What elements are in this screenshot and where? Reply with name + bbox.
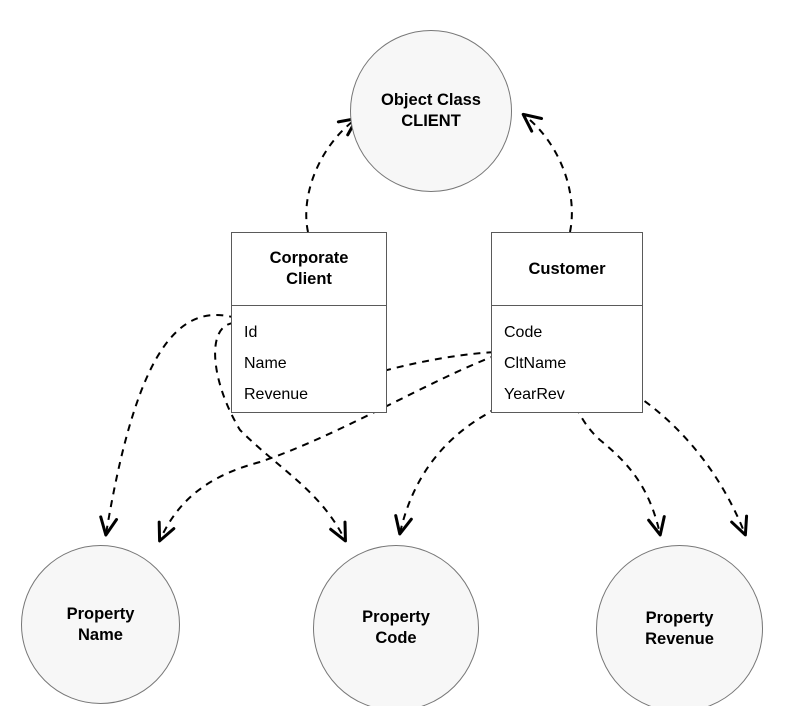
property-revenue-label: Property Revenue [645, 608, 714, 648]
attribute-row[interactable]: CltName [504, 355, 567, 372]
class-header-corporate-client: Corporate Client [232, 233, 386, 306]
attribute-row[interactable]: YearRev [504, 386, 565, 403]
property-code-node[interactable]: Property Code [313, 545, 479, 706]
class-name-corporate-client: Corporate Client [269, 249, 349, 288]
class-box-corporate-client[interactable]: Corporate Client Id Name Revenue [231, 232, 387, 413]
attribute-row[interactable]: Name [244, 355, 287, 372]
property-name-node[interactable]: Property Name [21, 545, 180, 704]
class-attributes-customer: Code CltName YearRev [492, 306, 642, 410]
edge-corporate-client-to-object-class [305, 116, 359, 233]
edge-corporate-id-to-property-code [214, 322, 347, 543]
property-name-label: Property Name [66, 604, 135, 644]
class-name-customer: Customer [528, 259, 606, 278]
property-revenue-node[interactable]: Property Revenue [596, 545, 763, 706]
attribute-row[interactable]: Code [504, 324, 543, 341]
attribute-row[interactable]: Revenue [244, 386, 309, 403]
class-header-customer: Customer [492, 233, 642, 306]
class-attributes-corporate-client: Id Name Revenue [232, 306, 386, 410]
object-class-client-label: Object Class CLIENT [381, 91, 481, 130]
object-class-client-node[interactable]: Object Class CLIENT [350, 30, 512, 192]
attribute-row[interactable]: Id [244, 324, 258, 341]
edge-corporate-name-to-property-name [99, 313, 237, 537]
property-code-label: Property Code [362, 608, 430, 647]
edge-customer-cltname-to-property-name [157, 354, 498, 543]
edge-customer-to-object-class [521, 112, 573, 233]
class-box-customer[interactable]: Customer Code CltName YearRev [491, 232, 643, 413]
